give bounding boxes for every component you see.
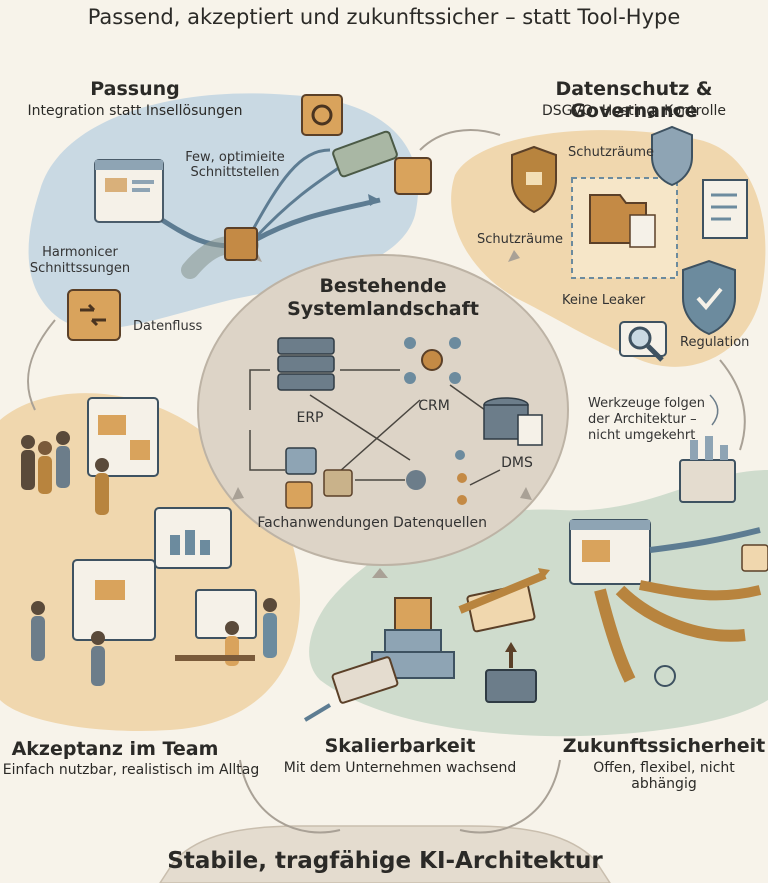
- center-diagram: [249, 337, 543, 509]
- skalierbarkeit-subtitle: Mit dem Unternehmen wachsend: [283, 760, 517, 776]
- architecture-note-line2: der Architektur –: [588, 412, 697, 427]
- akzeptanz-title: Akzeptanz im Team: [11, 738, 219, 760]
- label-harmonize: Harmonicer Schnittssungen: [20, 245, 140, 277]
- node-crm: CRM: [418, 398, 450, 414]
- center-title-line1: Bestehende: [319, 275, 447, 297]
- skalierbarkeit-title: Skalierbarkeit: [324, 735, 476, 757]
- label-harmonize-line2: Schnittssungen: [29, 261, 131, 276]
- node-dms: DMS: [501, 455, 533, 471]
- center-title: Bestehende Systemlandschaft: [283, 275, 483, 321]
- label-dataflow: Datenfluss: [133, 319, 203, 334]
- label-interfaces-line2: Schnittstellen: [190, 165, 280, 180]
- label-protected-left: Schutzräume: [477, 232, 564, 247]
- node-datenquellen: Datenquellen: [393, 515, 487, 531]
- label-interfaces-line1: Few, optimieite: [185, 150, 285, 165]
- label-regulation: Regulation: [680, 335, 750, 350]
- passung-title: Passung: [90, 78, 180, 100]
- passung-illustration: [67, 94, 432, 341]
- architecture-note: Werkzeuge folgen der Architektur – nicht…: [588, 396, 718, 444]
- passung-subtitle: Integration statt Insellösungen: [27, 103, 243, 119]
- architecture-note-line3: nicht umgekehrt: [588, 428, 696, 443]
- node-erp: ERP: [296, 410, 324, 426]
- bottom-banner-shape: [159, 825, 611, 883]
- label-harmonize-line1: Harmonicer: [42, 245, 118, 260]
- label-protected-top: Schutzräume: [568, 145, 655, 160]
- bottom-banner-title: Stabile, tragfähige KI-Architektur: [167, 848, 603, 874]
- architecture-note-line1: Werkzeuge folgen: [588, 396, 706, 411]
- label-no-leaks: Keine Leaker: [562, 293, 646, 308]
- zukunft-subtitle: Offen, flexibel, nicht abhängig: [593, 760, 735, 792]
- datenschutz-illustration: [511, 125, 748, 362]
- node-fachanwendungen: Fachanwendungen: [257, 515, 389, 531]
- datenschutz-subtitle: DSGVO, Hosting, Kontrolle: [541, 103, 726, 119]
- akzeptanz-illustration: [21, 397, 277, 686]
- zukunft-title: Zukunftssicherheit: [562, 735, 766, 757]
- datenschutz-title: Datenschutz & Governance: [555, 78, 713, 122]
- page-subtitle: Passend, akzeptiert und zukunftssicher –…: [87, 5, 681, 29]
- zukunft-illustration: [569, 436, 768, 687]
- skalierbarkeit-illustration: [303, 568, 550, 722]
- center-title-line2: Systemlandschaft: [287, 298, 479, 320]
- akzeptanz-subtitle: Einfach nutzbar, realistisch im Alltag: [2, 762, 260, 778]
- label-interfaces: Few, optimieite Schnittstellen: [175, 150, 295, 180]
